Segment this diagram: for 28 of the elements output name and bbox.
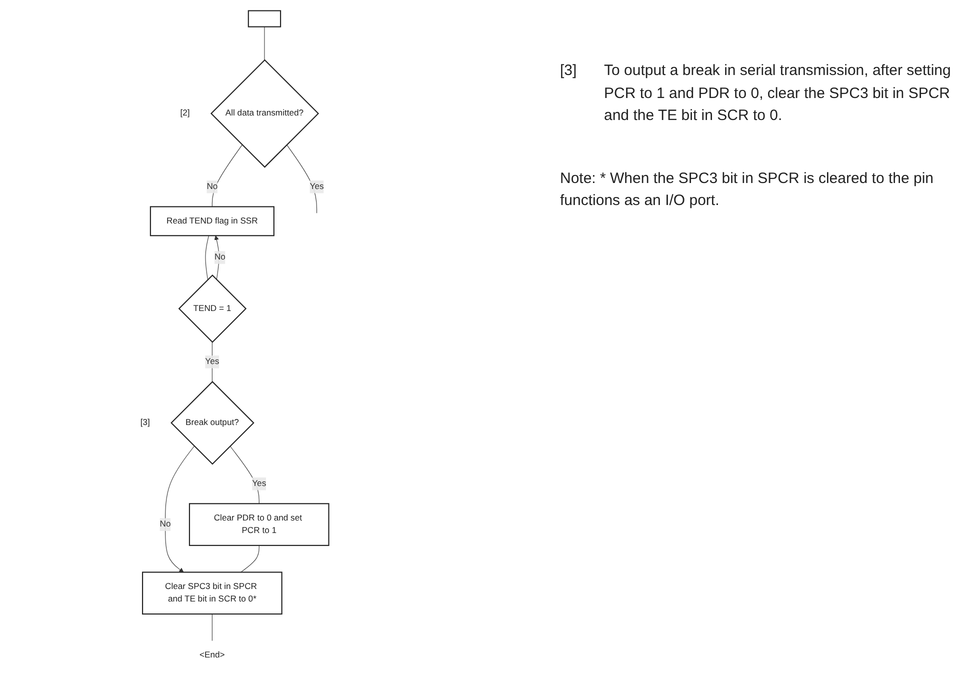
edge-label: No bbox=[214, 252, 226, 262]
note-text: Note: * When the SPC3 bit in SPCR is cleared to the pin functions as an I/O port. bbox=[560, 168, 935, 211]
connector bbox=[205, 235, 210, 280]
node-text: <End> bbox=[200, 650, 225, 660]
flowchart-drawing: No Yes No Yes Yes No [2] All data transmitted? Read TEND flag in SSR TEND = 1 [3] Break output? Clear PDR to 0 and set PCR to 1 Clear SPC3 bit in SPCR and TE bit in SCR to 0* <End> bbox=[0, 0, 560, 674]
node-diamond bbox=[178, 274, 247, 343]
edge-label: No bbox=[160, 520, 171, 529]
connector bbox=[212, 144, 242, 207]
edge-label: Yes bbox=[310, 182, 324, 192]
arrow bbox=[214, 235, 220, 280]
edge-label: No bbox=[206, 182, 218, 192]
edge-label: Yes bbox=[205, 357, 220, 366]
node-label: [3] bbox=[140, 418, 150, 428]
callout-number: [3] bbox=[560, 61, 578, 81]
node-label: [2] bbox=[180, 108, 190, 118]
connector bbox=[264, 26, 265, 60]
arrow bbox=[164, 446, 195, 572]
node-box bbox=[142, 572, 282, 615]
node-diamond bbox=[210, 59, 320, 168]
node-box bbox=[150, 206, 274, 236]
edge-label: Yes bbox=[252, 479, 266, 488]
node-box bbox=[248, 10, 282, 28]
connector bbox=[230, 446, 260, 504]
node-box bbox=[188, 503, 330, 546]
connector bbox=[286, 144, 318, 214]
note-text: To output a break in serial transmission, after setting PCR to 1 and PDR to 0, clear the SPC3 bit in SPCR and the TE bit in SCR to 0. bbox=[604, 61, 952, 126]
node-diamond bbox=[170, 380, 254, 465]
connector bbox=[240, 545, 260, 572]
